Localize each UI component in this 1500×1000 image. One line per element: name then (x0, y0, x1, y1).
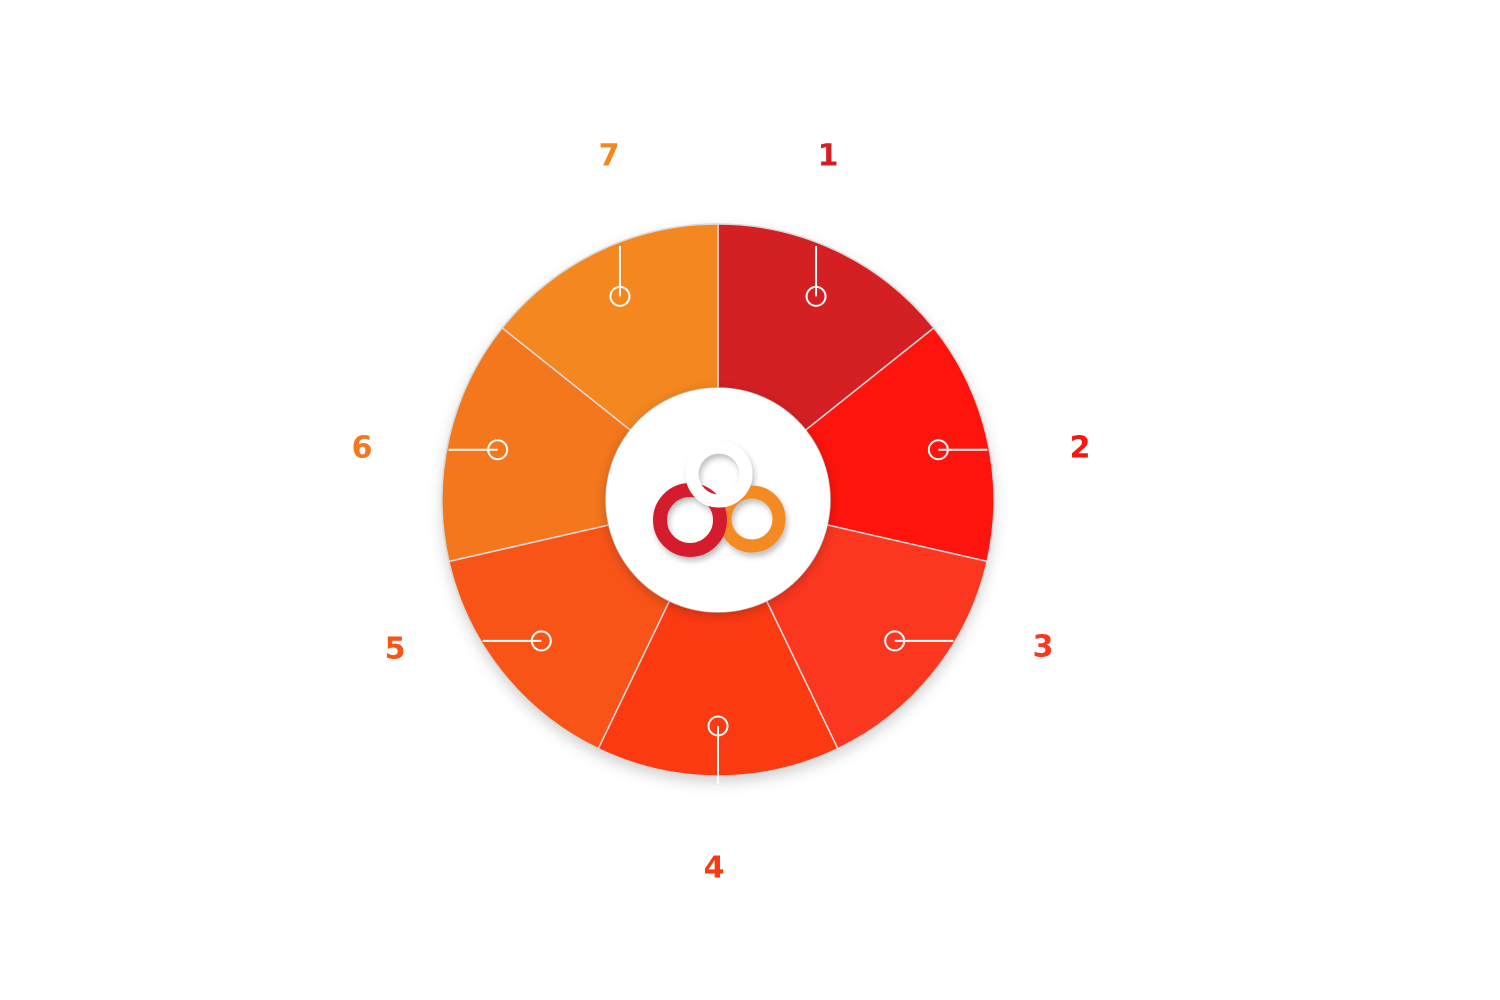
three-interlocking-rings-icon (653, 440, 786, 557)
wheel-segment-4 (597, 599, 839, 777)
segment-label-3: 3 (1033, 630, 1054, 665)
connector-dot-3 (884, 630, 906, 652)
segment-label-4: 4 (704, 851, 725, 886)
segment-labels: 1 2 3 4 5 6 7 (352, 139, 1091, 886)
segment-label-2: 2 (1070, 431, 1091, 466)
segment-label-5: 5 (385, 632, 406, 667)
connector-dot-2 (927, 439, 949, 461)
connector-dot-6 (487, 439, 509, 461)
segment-label-6: 6 (352, 431, 373, 466)
connector-dot-5 (530, 630, 552, 652)
connector-dot-1 (805, 285, 827, 307)
wheel-segment-3 (765, 524, 988, 750)
segment-label-7: 7 (599, 139, 620, 174)
center-hub (606, 388, 830, 612)
wheel-segments (441, 223, 995, 777)
white-ring-icon (685, 440, 753, 508)
wheel-segment-5 (448, 524, 671, 750)
segment-connectors (448, 246, 988, 784)
connector-dot-4 (707, 715, 729, 737)
segment-label-1: 1 (818, 139, 839, 174)
connector-dot-7 (609, 285, 631, 307)
